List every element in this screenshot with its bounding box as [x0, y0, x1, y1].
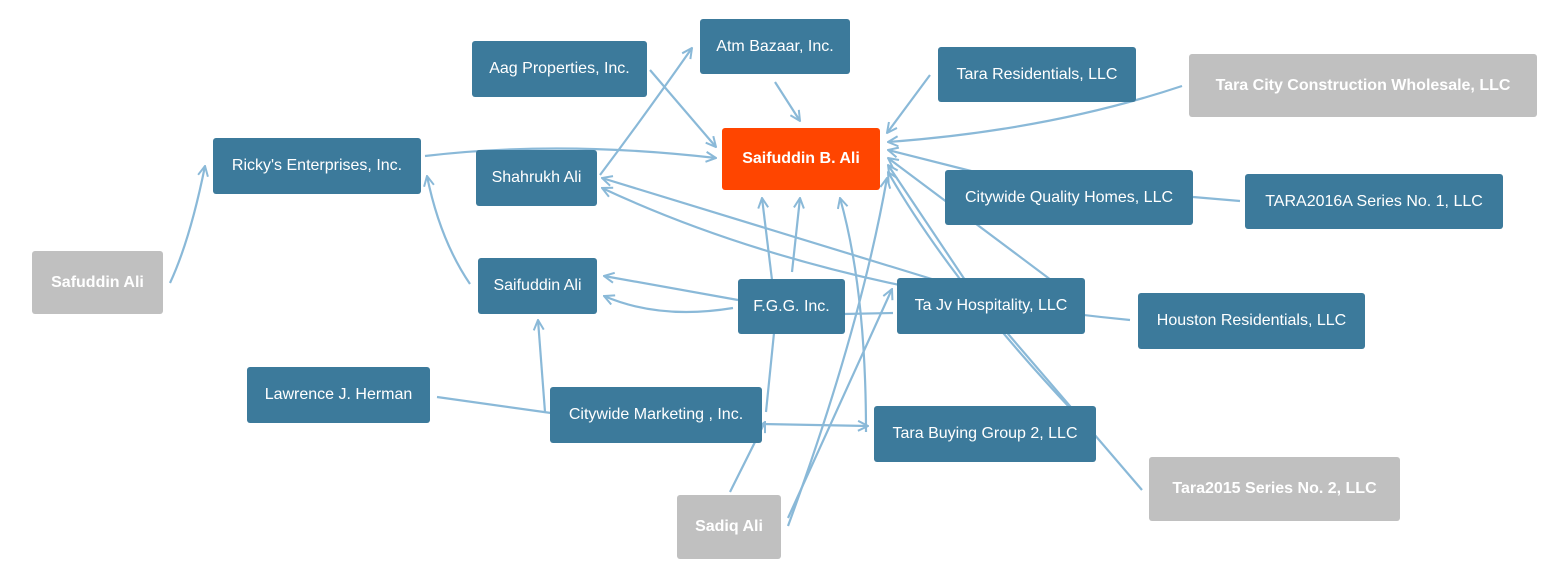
node-ta-jv-hospitality[interactable]: Ta Jv Hospitality, LLC	[897, 278, 1085, 334]
node-citywide-marketing[interactable]: Citywide Marketing , Inc.	[550, 387, 762, 443]
edge-ta-jv-to-saifuddin-b-ali	[888, 165, 966, 281]
edge-citywide-quality-to-tara2016a	[1192, 195, 1241, 203]
edge-fgg-to-saifuddin-ali-1	[604, 276, 739, 302]
edge-tara-residentials-to-saifuddin-b-ali	[887, 74, 931, 133]
edge-fgg-to-saifuddin-ali-2	[604, 296, 734, 314]
node-sadiq-ali[interactable]: Sadiq Ali	[677, 495, 781, 559]
edge-fgg-to-saifuddin-b-ali-1	[762, 198, 774, 281]
node-saifuddin-ali[interactable]: Saifuddin Ali	[478, 258, 597, 314]
node-tara2016a[interactable]: TARA2016A Series No. 1, LLC	[1245, 174, 1503, 229]
node-rickys-enterprises[interactable]: Ricky's Enterprises, Inc.	[213, 138, 421, 194]
edge-atm-to-saifuddin-b-ali	[774, 81, 800, 121]
node-aag-properties[interactable]: Aag Properties, Inc.	[472, 41, 647, 97]
node-shahrukh-ali[interactable]: Shahrukh Ali	[476, 150, 597, 206]
node-safuddin-ali[interactable]: Safuddin Ali	[32, 251, 163, 314]
edge-ta-jv-to-fgg	[842, 311, 894, 316]
node-houston-residentials[interactable]: Houston Residentials, LLC	[1138, 293, 1365, 349]
edge-sadiq-to-ta-jv	[786, 289, 892, 519]
node-fgg[interactable]: F.G.G. Inc.	[738, 279, 845, 334]
node-atm-bazaar[interactable]: Atm Bazaar, Inc.	[700, 19, 850, 74]
edge-fgg-to-citywide-marketing	[764, 332, 776, 413]
edge-safuddin-to-rickys	[169, 166, 205, 284]
node-tara-residentials[interactable]: Tara Residentials, LLC	[938, 47, 1136, 102]
node-citywide-quality-homes[interactable]: Citywide Quality Homes, LLC	[945, 170, 1193, 225]
node-lawrence-herman[interactable]: Lawrence J. Herman	[247, 367, 430, 423]
edge-ta-jv-to-shahrukh	[602, 178, 936, 282]
edge-citywide-quality-to-saifuddin-b-ali	[888, 150, 976, 174]
edge-aag-to-saifuddin-b-ali	[649, 69, 716, 147]
node-tara-city-construction[interactable]: Tara City Construction Wholesale, LLC	[1189, 54, 1537, 117]
node-tara-buying-group[interactable]: Tara Buying Group 2, LLC	[874, 406, 1096, 462]
edge-tara-city-to-saifuddin-b-ali	[888, 84, 1183, 142]
edge-sadiq-to-saifuddin-b-ali	[786, 178, 887, 527]
edge-citywide-marketing-to-tara-buying	[759, 424, 868, 426]
edge-shahrukh-to-atm	[599, 48, 692, 176]
edge-citywide-marketing-to-saifuddin-ali	[538, 320, 547, 413]
edge-saifuddin-ali-to-rickys	[427, 176, 471, 285]
edge-lawrence-to-citywide-marketing	[436, 395, 552, 415]
edge-rickys-to-saifuddin-b-ali	[424, 147, 716, 158]
node-tara2015[interactable]: Tara2015 Series No. 2, LLC	[1149, 457, 1400, 521]
node-saifuddin-b-ali[interactable]: Saifuddin B. Ali	[722, 128, 880, 190]
